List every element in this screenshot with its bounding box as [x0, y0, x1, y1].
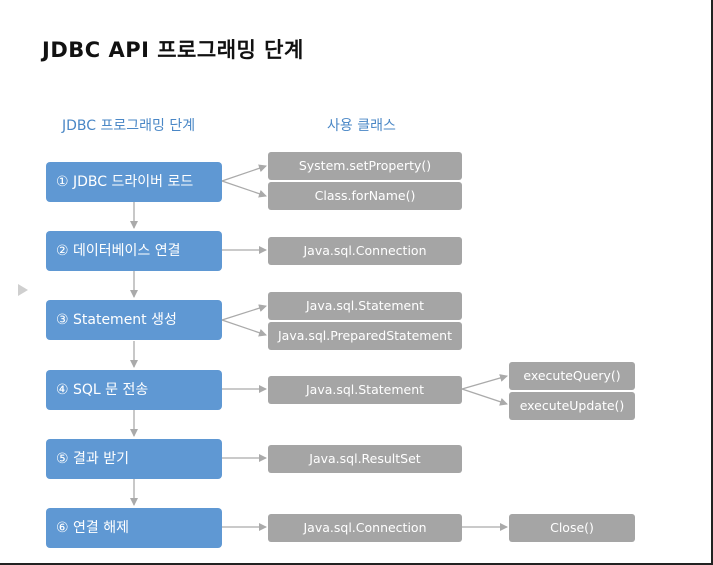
class-connection-close: Java.sql.Connection [268, 514, 462, 542]
step-statement-create: ③ Statement 생성 [46, 300, 222, 340]
class-resultset: Java.sql.ResultSet [268, 445, 462, 473]
class-connection: Java.sql.Connection [268, 237, 462, 265]
class-prepared-statement: Java.sql.PreparedStatement [268, 322, 462, 350]
method-close: Close() [509, 514, 635, 542]
step-get-result: ⑤ 결과 받기 [46, 439, 222, 479]
step-disconnect: ⑥ 연결 해제 [46, 508, 222, 548]
class-statement: Java.sql.Statement [268, 292, 462, 320]
class-system-setproperty: System.setProperty() [268, 152, 462, 180]
arrow-driver-1 [221, 164, 267, 182]
arrow-driver-2 [221, 180, 267, 198]
step-sql-send: ④ SQL 문 전송 [46, 370, 222, 410]
method-execute-update: executeUpdate() [509, 392, 635, 420]
arrow-stmt-2 [221, 319, 267, 337]
arrow-query [461, 374, 508, 390]
class-statement-send: Java.sql.Statement [268, 376, 462, 404]
classes-column-header: 사용 클래스 [327, 118, 396, 134]
method-execute-query: executeQuery() [509, 362, 635, 390]
arrow-update [461, 388, 508, 406]
page-title: JDBC API 프로그래밍 단계 [42, 38, 304, 62]
steps-column-header: JDBC 프로그래밍 단계 [62, 118, 196, 134]
step-driver-load: ① JDBC 드라이버 로드 [46, 162, 222, 202]
bullet-marker-icon [18, 284, 28, 296]
class-class-forname: Class.forName() [268, 182, 462, 210]
step-db-connect: ② 데이터베이스 연결 [46, 231, 222, 271]
arrow-stmt-1 [221, 304, 267, 321]
